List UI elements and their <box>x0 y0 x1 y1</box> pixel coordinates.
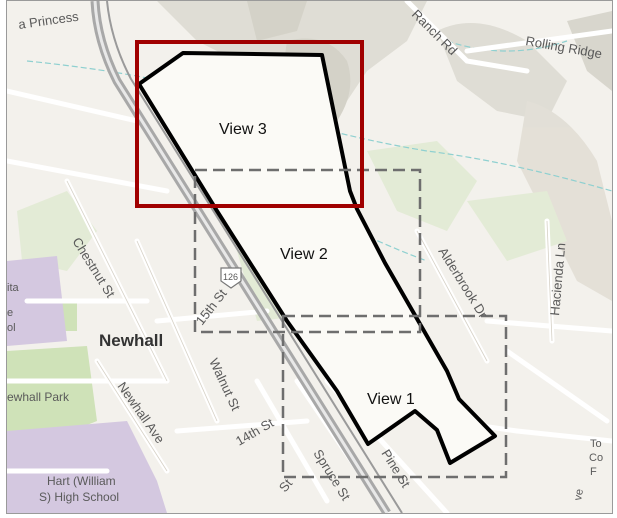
view2-box <box>193 168 422 334</box>
label-school-1: ita <box>7 282 20 294</box>
view2-label: View 2 <box>280 246 328 263</box>
view3-label: View 3 <box>219 121 267 138</box>
label-right-1: To <box>590 438 602 450</box>
label-right-2: Co <box>589 452 603 464</box>
route-126-shield: 126 <box>220 267 242 289</box>
map-frame: View 3 View 2 View 1 126 a Princess Ranc… <box>6 0 613 514</box>
label-right-3: F <box>590 466 597 478</box>
street-casing <box>66 180 553 472</box>
map-canvas[interactable]: View 3 View 2 View 1 126 a Princess Ranc… <box>7 1 612 513</box>
label-newhall-park: ewhall Park <box>7 390 70 404</box>
label-ve: ve <box>572 488 586 502</box>
label-newhall: Newhall <box>99 331 163 350</box>
label-hart-school-2: S) High School <box>39 490 119 504</box>
route-126-label: 126 <box>223 272 238 282</box>
label-hart-school-1: Hart (William <box>47 474 116 488</box>
highway-126 <box>90 1 403 513</box>
label-hacienda-ln: Hacienda Ln <box>547 242 568 316</box>
label-school-2: e <box>7 307 13 319</box>
open-space-areas <box>17 141 567 321</box>
project-boundary <box>137 51 497 465</box>
view1-box <box>281 314 508 479</box>
label-school-3: ol <box>7 322 16 334</box>
view1-label: View 1 <box>367 391 415 408</box>
view3-box <box>135 40 364 208</box>
